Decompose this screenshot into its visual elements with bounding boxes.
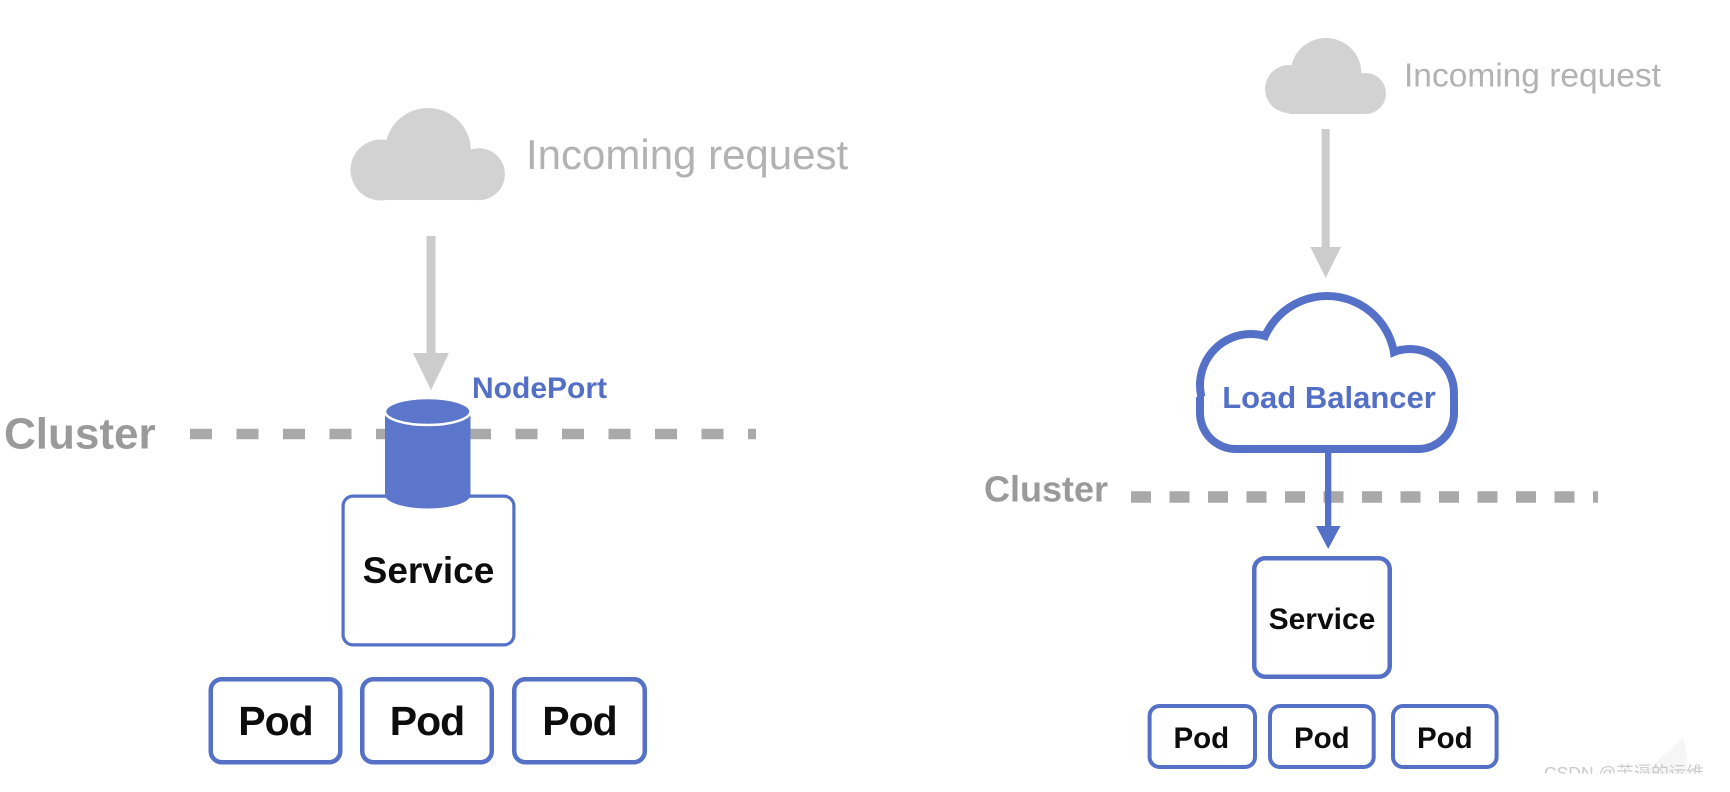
svg-text:Incoming request: Incoming request bbox=[526, 131, 849, 178]
svg-text:Incoming request: Incoming request bbox=[1404, 58, 1662, 95]
svg-text:Pod: Pod bbox=[542, 698, 616, 744]
svg-text:Service: Service bbox=[1269, 603, 1376, 636]
svg-text:Pod: Pod bbox=[1294, 722, 1350, 755]
svg-text:NodePort: NodePort bbox=[472, 372, 607, 405]
svg-text:Pod: Pod bbox=[238, 698, 312, 744]
svg-text:Pod: Pod bbox=[390, 698, 464, 744]
svg-text:Pod: Pod bbox=[1173, 722, 1229, 755]
svg-text:Pod: Pod bbox=[1417, 722, 1473, 755]
svg-text:CSDN @苦逼的运维: CSDN @苦逼的运维 bbox=[1544, 763, 1704, 783]
svg-text:Load Balancer: Load Balancer bbox=[1222, 380, 1436, 415]
svg-text:Cluster: Cluster bbox=[4, 410, 156, 459]
svg-text:Service: Service bbox=[363, 550, 495, 591]
svg-text:Cluster: Cluster bbox=[984, 469, 1108, 510]
